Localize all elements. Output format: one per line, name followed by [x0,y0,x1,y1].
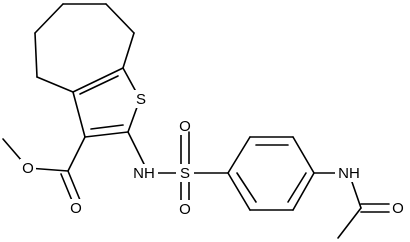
bond [292,136,315,174]
bond [227,136,251,174]
bond [236,172,257,203]
bond [60,173,74,204]
bond [127,131,147,169]
sulfonamide-nh-label: NH [133,165,155,182]
bond [72,91,86,138]
bond [105,3,135,34]
amide-oxygen-label: O [392,200,404,217]
sulfonyl-oxygen-bottom-label: O [179,201,191,218]
bond [287,172,307,203]
bond [84,131,129,138]
bond [67,170,81,201]
ester-carbonyl-oxygen-label: O [70,200,82,217]
bond [337,207,362,239]
bond [72,67,124,93]
bond [79,75,119,95]
bond [34,3,64,34]
bond [34,32,38,78]
bond [351,181,362,209]
bond [292,172,315,211]
thiophene-sulfur-label: S [136,91,146,108]
bond-layer [2,3,390,239]
ester-ether-oxygen-label: O [22,160,34,177]
bond [227,172,251,211]
bond [90,124,124,130]
sulfonyl-oxygen-top-label: O [179,118,191,135]
bond [67,136,86,172]
bond [36,76,74,93]
sulfonyl-sulfur-label: S [180,165,190,182]
bond [122,32,135,69]
acetamide-nh-label: NH [338,165,360,182]
atom-label-layer: S O S O NH NH O O O [20,90,406,218]
